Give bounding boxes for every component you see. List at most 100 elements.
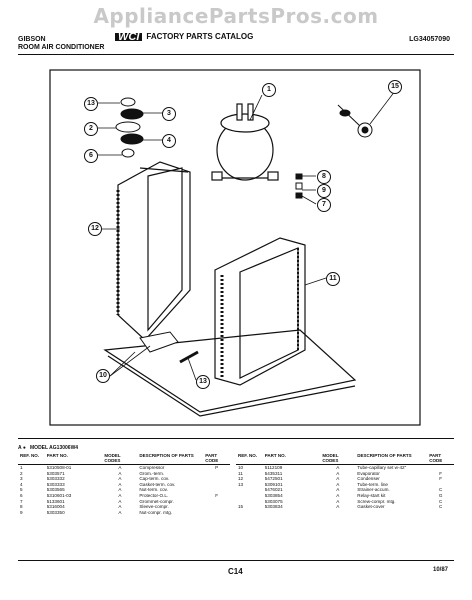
part-code bbox=[203, 510, 230, 516]
callout-5: 13 bbox=[84, 97, 98, 111]
evaporator-coil bbox=[214, 237, 306, 386]
ref-no: 1 bbox=[20, 465, 23, 470]
part-code: F bbox=[439, 470, 443, 476]
base-pan bbox=[103, 329, 357, 417]
ref-no: 6 bbox=[20, 492, 23, 498]
model-code: A bbox=[336, 492, 340, 498]
callout-12: 12 bbox=[88, 222, 102, 236]
model-code: A bbox=[336, 481, 340, 487]
model-code: A bbox=[336, 465, 340, 470]
part-no: 5310508-01 bbox=[46, 465, 72, 470]
part-no: 5303834 bbox=[264, 504, 283, 510]
model-code: A bbox=[118, 492, 122, 498]
part-no: 5303571 bbox=[46, 470, 65, 476]
description: Nut-compr. mtg. bbox=[139, 509, 173, 515]
ref-no: 4 bbox=[20, 481, 23, 487]
model-code: A bbox=[336, 498, 340, 504]
terminal-parts bbox=[115, 97, 144, 158]
part-no: 5303565 bbox=[46, 487, 65, 493]
part-no: 5310601-03 bbox=[46, 492, 72, 498]
description: Gasket-cover bbox=[357, 504, 385, 510]
catalog-label: FACTORY PARTS CATALOG bbox=[146, 32, 254, 41]
description: Relay-start kit bbox=[357, 492, 386, 498]
parts-table-right: REF. NO. PART NO. MODEL CODES DESCRIPTIO… bbox=[236, 452, 454, 510]
parts-table-left: REF. NO. PART NO. MODEL CODES DESCRIPTIO… bbox=[18, 452, 230, 515]
ref-no: 13 bbox=[238, 481, 244, 487]
part-no: 5303075 bbox=[264, 498, 283, 504]
model-code: A bbox=[336, 487, 340, 493]
col-model: MODEL CODES bbox=[102, 452, 138, 465]
part-code: C bbox=[438, 498, 443, 504]
col-part: PART NO. bbox=[262, 452, 321, 465]
col-part: PART NO. bbox=[44, 452, 103, 465]
part-no: 5316004 bbox=[46, 504, 65, 510]
description: Grom.-term. bbox=[139, 470, 165, 476]
col-model: MODEL CODES bbox=[320, 452, 356, 465]
model-code: A bbox=[336, 504, 340, 510]
description: Tube-capillary set w-42" bbox=[357, 465, 407, 470]
col-code: PART CODE bbox=[427, 452, 454, 465]
part-code: P bbox=[215, 465, 219, 470]
relay-kit-drawing bbox=[337, 104, 373, 138]
callout-2: 2 bbox=[84, 122, 98, 136]
model-code: A bbox=[118, 487, 122, 493]
diagram-frame bbox=[49, 69, 421, 426]
leader-lines bbox=[98, 90, 396, 381]
condenser-coil bbox=[116, 161, 191, 341]
product-name: ROOM AIR CONDITIONER bbox=[18, 44, 105, 51]
part-code: C bbox=[438, 504, 443, 510]
part-no: 5303350 bbox=[46, 509, 65, 515]
model-code: A bbox=[336, 470, 340, 476]
footer-rule bbox=[18, 560, 454, 561]
description: Screw-compr. mtg. bbox=[357, 498, 396, 504]
model-code: A bbox=[118, 470, 122, 476]
description: Nut-term. cov. bbox=[139, 487, 168, 493]
model-code: A bbox=[336, 476, 340, 482]
catalog-date: 10/87 bbox=[432, 567, 448, 573]
model-code: A bbox=[118, 481, 122, 487]
model-code: A bbox=[118, 476, 122, 482]
description: Evaporator bbox=[357, 470, 380, 476]
wci-logo: WCI bbox=[115, 32, 143, 43]
brand-block: GIBSON ROOM AIR CONDITIONER bbox=[18, 36, 104, 52]
part-no: 5435311 bbox=[264, 470, 283, 476]
model-line-text: MODEL AG13006W4 bbox=[30, 445, 79, 451]
ref-no: 7 bbox=[20, 498, 23, 504]
callout-1: 1 bbox=[262, 83, 276, 97]
model-line: A ● MODEL AG13006W4 bbox=[18, 445, 78, 451]
col-ref: REF. NO. bbox=[18, 452, 45, 465]
callout-7: 7 bbox=[317, 198, 331, 212]
table-row: 11 5435311 A Evaporator F bbox=[236, 471, 454, 477]
part-code: G bbox=[438, 492, 443, 498]
parts-diagram bbox=[49, 69, 421, 426]
col-desc: DESCRIPTION OF PARTS bbox=[137, 452, 204, 465]
callout-4: 4 bbox=[162, 134, 176, 148]
part-no: 5309101 bbox=[264, 481, 283, 487]
capillary-tube bbox=[139, 331, 199, 364]
header-rule bbox=[18, 54, 454, 55]
callout-13: 13 bbox=[196, 375, 210, 389]
ref-no: 3 bbox=[20, 476, 23, 482]
brand-name: GIBSON bbox=[18, 36, 46, 43]
table-row: 15 5303834 A Gasket-cover C bbox=[236, 504, 454, 510]
description: Grommet-compr. bbox=[139, 498, 174, 504]
ref-no: 11 bbox=[238, 470, 243, 476]
model-line-marker: A ● bbox=[18, 445, 26, 451]
part-no: 5112109 bbox=[264, 465, 283, 470]
description: Cap-term. cov. bbox=[139, 476, 170, 482]
ref-no: 15 bbox=[238, 504, 244, 510]
callout-11: 11 bbox=[326, 272, 340, 286]
table-top-rule bbox=[18, 438, 454, 439]
